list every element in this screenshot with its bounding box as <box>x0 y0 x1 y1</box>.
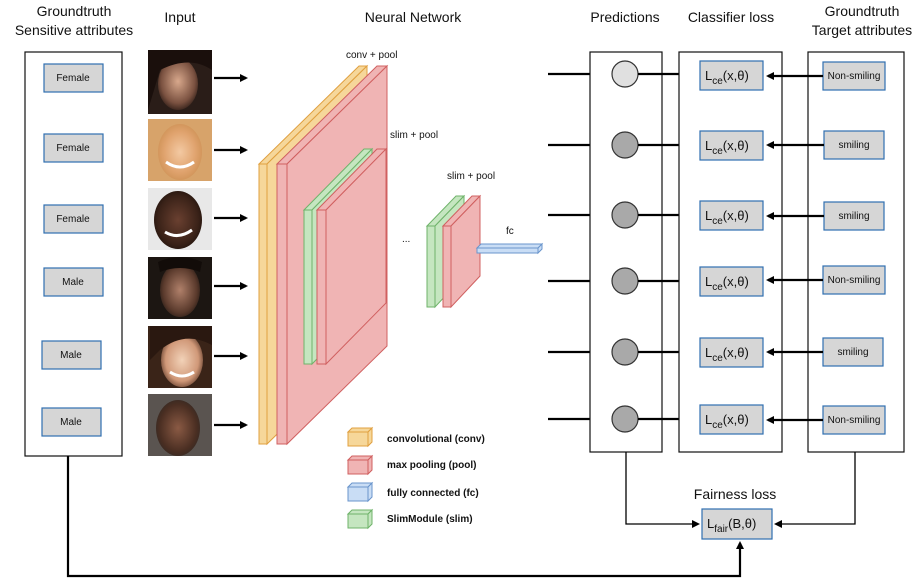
classifier-loss-formula: Lce(x,θ) <box>705 274 749 293</box>
target-attribute-label: smiling <box>838 140 869 151</box>
sensitive-attribute-box: Female <box>43 133 104 163</box>
classifier-loss-box: Lce(x,θ) <box>699 200 764 231</box>
slim-pool-label-2: slim + pool <box>447 171 495 182</box>
conv-pool-label: conv + pool <box>346 50 397 61</box>
sensitive-attribute-label: Female <box>56 214 90 225</box>
predictions-panel <box>589 51 663 453</box>
legend-item-slim: SlimModule (slim) <box>346 508 473 530</box>
legend-item-conv: convolutional (conv) <box>346 426 485 448</box>
target-attribute-label: Non-smiling <box>828 275 881 286</box>
input-face-image <box>148 257 212 319</box>
classifier-loss-formula: Lce(x,θ) <box>705 345 749 364</box>
slim-pool-block-small <box>425 194 482 309</box>
prediction-node <box>611 338 639 366</box>
input-face-image <box>148 326 212 388</box>
fairness-loss-box: Lfair(B,θ) <box>701 508 773 540</box>
target-to-loss-arrows <box>766 72 824 424</box>
legend-item-fc: fully connected (fc) <box>346 481 479 503</box>
classifier-loss-box: Lce(x,θ) <box>699 60 764 91</box>
groundtruth-target-title-line1: Groundtruth <box>825 3 900 19</box>
input-face-image <box>148 50 212 114</box>
sensitive-attribute-box: Female <box>43 204 104 234</box>
legend-label: fully connected (fc) <box>387 488 479 499</box>
prediction-node <box>611 267 639 295</box>
input-title: Input <box>164 9 195 25</box>
target-attributes-panel <box>807 51 905 453</box>
fc-layer <box>475 242 544 255</box>
prediction-node <box>611 131 639 159</box>
fairness-loss-formula: Lfair(B,θ) <box>707 516 756 535</box>
prediction-node <box>611 60 639 88</box>
sensitive-attribute-label: Male <box>60 417 82 428</box>
predictions-to-fairness-arrow <box>625 452 700 528</box>
target-attribute-box: smiling <box>823 201 885 231</box>
neural-network-title: Neural Network <box>365 9 462 25</box>
legend: convolutional (conv) max pooling (pool) … <box>346 426 485 530</box>
fairness-connectors <box>66 452 856 578</box>
legend-label: SlimModule (slim) <box>387 514 473 525</box>
sensitive-attribute-label: Male <box>62 277 84 288</box>
target-attribute-label: smiling <box>837 347 868 358</box>
input-face-image <box>148 119 212 181</box>
sensitive-attribute-label: Female <box>56 143 90 154</box>
sensitive-to-fairness-arrow <box>66 456 744 578</box>
sensitive-attribute-label: Male <box>60 350 82 361</box>
input-face-image <box>148 188 212 250</box>
classifier-loss-panel <box>678 51 783 453</box>
classifier-loss-box: Lce(x,θ) <box>699 130 764 161</box>
input-arrows <box>214 74 248 429</box>
target-attribute-label: Non-smiling <box>828 415 881 426</box>
legend-label: max pooling (pool) <box>387 460 476 471</box>
classifier-loss-formula: Lce(x,θ) <box>705 138 749 157</box>
predictions-title: Predictions <box>590 9 659 25</box>
fairness-loss-title: Fairness loss <box>694 486 776 502</box>
fc-label: fc <box>506 226 514 237</box>
prediction-node <box>611 405 639 433</box>
slim-pool-block <box>302 147 388 366</box>
groundtruth-sensitive-title-line2: Sensitive attributes <box>15 22 133 38</box>
classifier-loss-box: Lce(x,θ) <box>699 337 764 368</box>
classifier-loss-box: Lce(x,θ) <box>699 404 764 435</box>
prediction-node <box>611 201 639 229</box>
ellipsis-label: ... <box>402 234 410 245</box>
target-attribute-label: smiling <box>838 211 869 222</box>
groundtruth-target-title-line2: Target attributes <box>812 22 912 38</box>
input-face-image <box>148 394 212 456</box>
sensitive-attribute-box: Male <box>41 340 102 370</box>
target-attribute-box: Non-smiling <box>822 405 886 435</box>
classifier-loss-formula: Lce(x,θ) <box>705 208 749 227</box>
sensitive-attribute-label: Female <box>56 73 90 84</box>
legend-label: convolutional (conv) <box>387 434 485 445</box>
sensitive-attributes-panel <box>24 51 123 457</box>
classifier-loss-formula: Lce(x,θ) <box>705 68 749 87</box>
legend-item-pool: max pooling (pool) <box>346 454 476 476</box>
target-attribute-label: Non-smiling <box>828 71 881 82</box>
classifier-loss-box: Lce(x,θ) <box>699 266 764 297</box>
sensitive-attribute-box: Female <box>43 63 104 93</box>
target-attribute-box: smiling <box>822 337 884 367</box>
targets-to-fairness-arrow <box>774 452 856 528</box>
target-attribute-box: smiling <box>823 130 885 160</box>
classifier-loss-formula: Lce(x,θ) <box>705 412 749 431</box>
sensitive-attribute-box: Male <box>41 407 102 437</box>
classifier-loss-title: Classifier loss <box>688 9 774 25</box>
slim-pool-label-1: slim + pool <box>390 130 438 141</box>
target-attribute-box: Non-smiling <box>822 61 886 91</box>
groundtruth-sensitive-title-line1: Groundtruth <box>37 3 112 19</box>
target-attribute-box: Non-smiling <box>822 265 886 295</box>
sensitive-attribute-box: Male <box>43 267 104 297</box>
